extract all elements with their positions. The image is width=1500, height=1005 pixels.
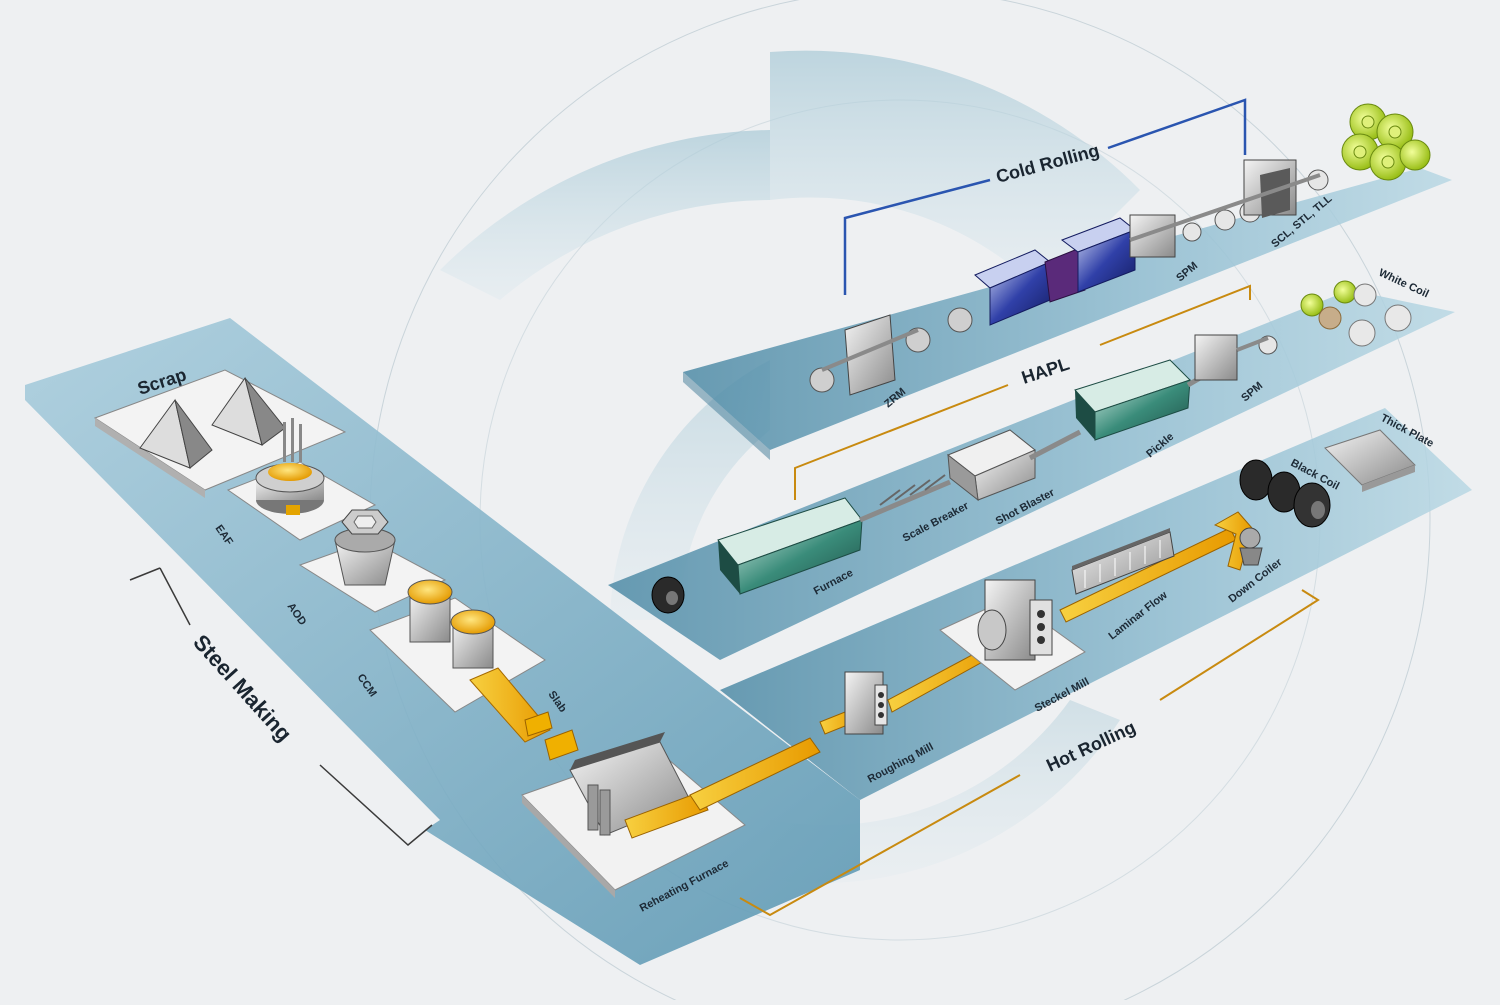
thick-plates	[1324, 429, 1416, 492]
hapl-input-coil	[651, 576, 685, 614]
laminar-flow	[1071, 528, 1175, 595]
reheating-furnace	[521, 732, 746, 898]
eaf-furnace	[226, 418, 377, 541]
hapl-spm	[1194, 334, 1278, 381]
zrm-mill	[809, 314, 931, 396]
cold-rolling-bracket	[843, 98, 1247, 295]
finished-coils	[1341, 103, 1431, 181]
label-white-coil: White Coil	[1377, 267, 1431, 301]
slab-pieces	[524, 711, 579, 761]
hot-rolling-bracket	[739, 589, 1320, 917]
hapl-strip-2	[1028, 429, 1082, 461]
down-coiler	[1213, 511, 1263, 571]
cold-spm	[1129, 209, 1236, 258]
scl-stl-tll-line	[1129, 159, 1329, 242]
hot-strip-1	[689, 737, 821, 811]
cold-rolling-blue-tanks	[947, 217, 1136, 333]
scale-breaker	[879, 474, 946, 506]
hapl-bracket	[794, 284, 1251, 500]
roughing-mill	[819, 671, 888, 735]
black-coils	[1239, 459, 1331, 528]
section-hapl: HAPL	[1019, 354, 1072, 388]
white-coils	[1300, 280, 1412, 347]
hapl-strip-1	[859, 479, 951, 523]
steel-making-bracket	[129, 567, 433, 846]
steckel-mill	[939, 579, 1086, 691]
pickle-tank	[1074, 359, 1191, 441]
shot-blaster	[947, 429, 1036, 502]
scrap-piles	[93, 369, 347, 498]
